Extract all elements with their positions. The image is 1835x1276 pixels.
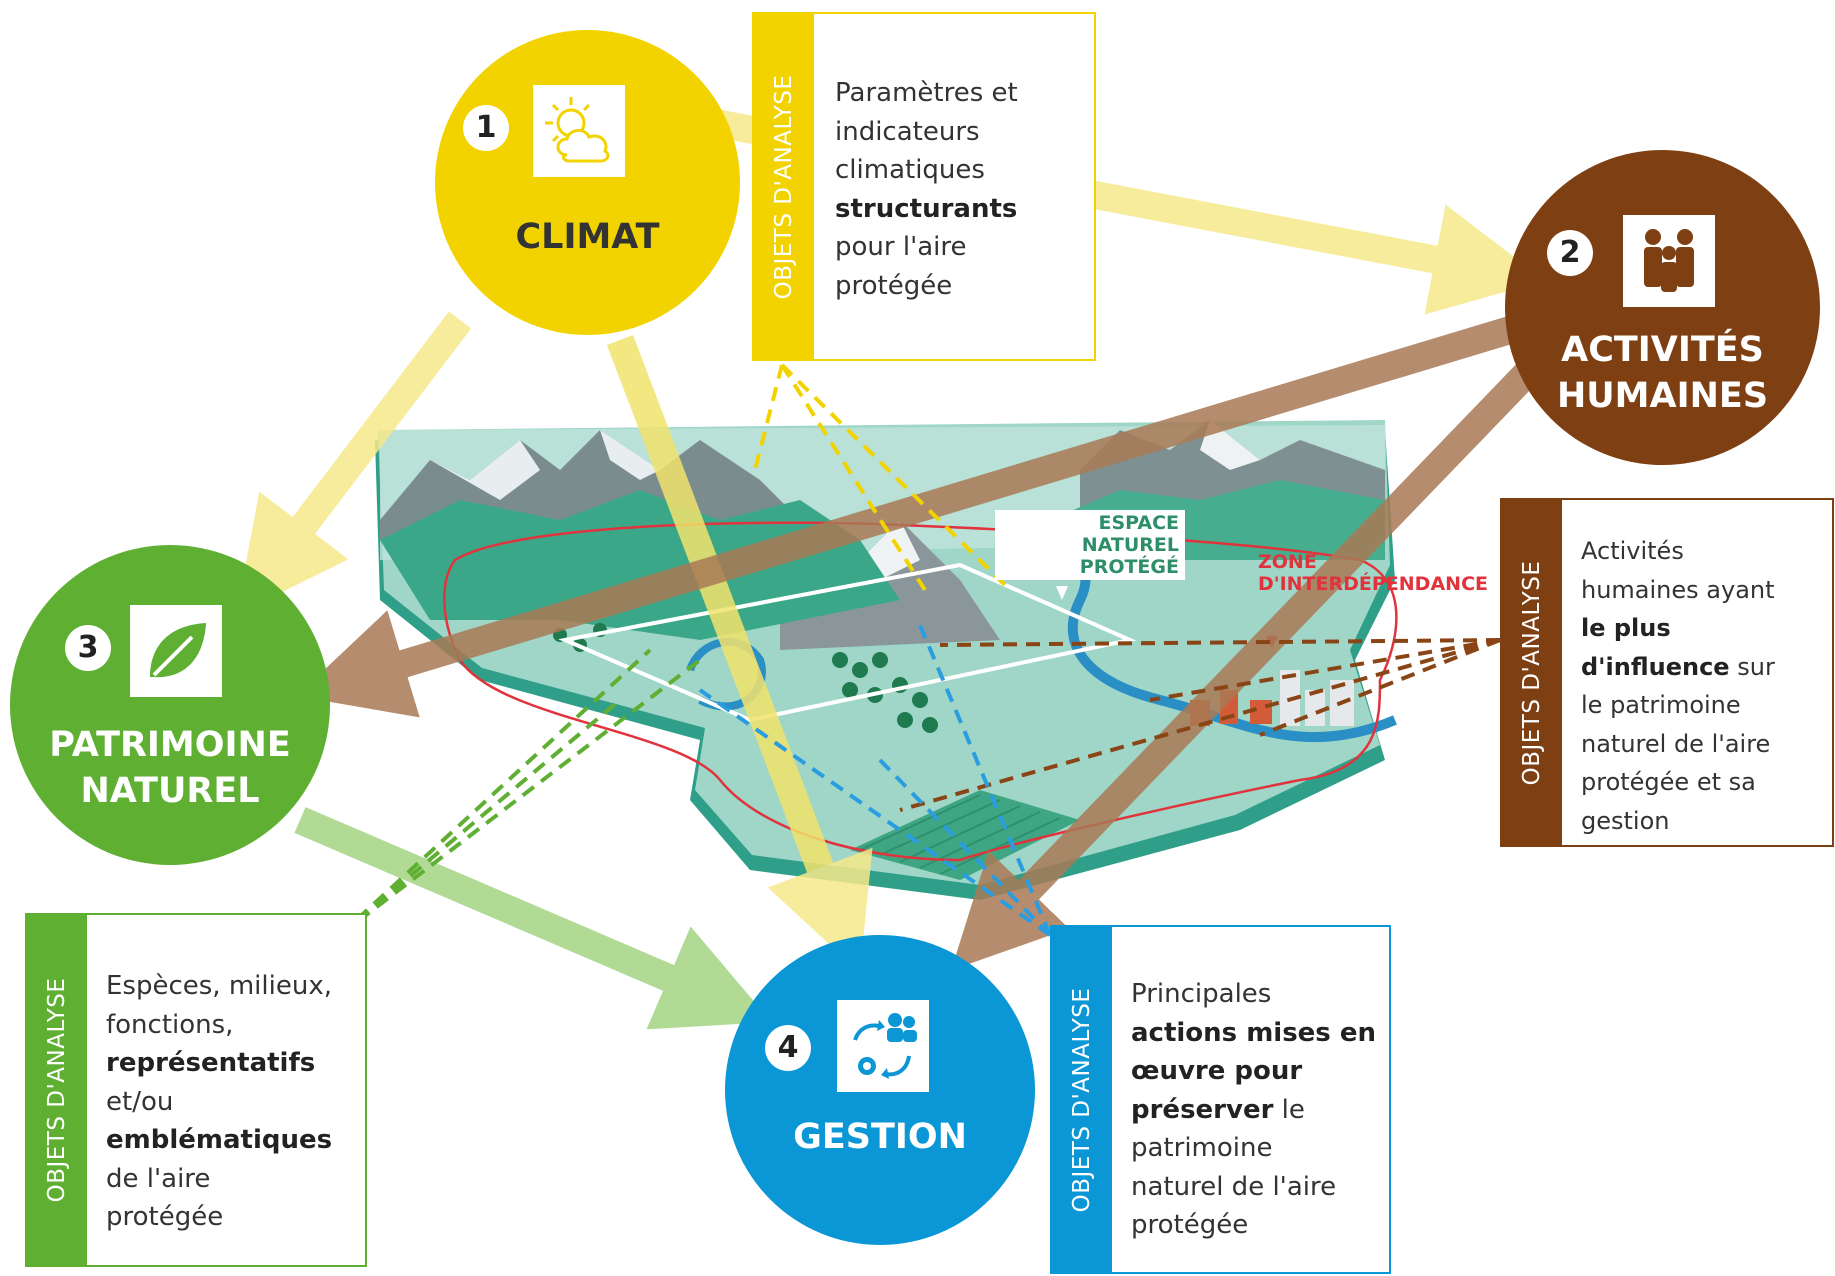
zone-label-line2: D'INTERDÉPENDANCE: [1258, 573, 1488, 595]
patrimoine-text-line2: fonctions,: [106, 1009, 234, 1040]
climat-text-line4: structurants: [835, 193, 1018, 224]
node-patrimoine-number: 3: [65, 625, 111, 671]
arrow-climat-to-gestion: [606, 335, 873, 973]
gestion-text-line5: patrimoine: [1131, 1133, 1273, 1163]
management-cycle-icon: [837, 1000, 929, 1092]
analysis-box-climat-text: Paramètres et indicateurs climatiques st…: [835, 74, 1018, 305]
analysis-box-patrimoine: OBJETS D'ANALYSE Espèces, milieux, fonct…: [25, 913, 367, 1267]
dashed-connectors: [338, 363, 1501, 937]
zone-label-line1: ZONE: [1258, 551, 1317, 573]
people-group-icon: [1623, 215, 1715, 307]
leaf-icon: [130, 605, 222, 697]
analysis-box-climat-label: OBJETS D'ANALYSE: [771, 74, 797, 299]
node-activites: 2 ACTIVITÉS HUMAINES: [1505, 150, 1820, 465]
analysis-box-patrimoine-text: Espèces, milieux, fonctions, représentat…: [106, 967, 332, 1237]
node-gestion-number: 4: [765, 1025, 811, 1071]
node-gestion: 4 GESTION: [725, 935, 1035, 1245]
gestion-text-line4-rest: le: [1273, 1094, 1305, 1125]
climat-text-line2: indicateurs: [835, 116, 980, 147]
map-label-zone: ZONE D'INTERDÉPENDANCE: [1258, 551, 1488, 595]
activites-text-line5: le patrimoine: [1581, 691, 1741, 719]
map-label-espace-naturel: ESPACE NATUREL PROTÉGÉ: [995, 510, 1185, 580]
climat-text-line5: pour l'aire: [835, 232, 967, 262]
analysis-box-climat: OBJETS D'ANALYSE Paramètres et indicateu…: [752, 12, 1096, 361]
climat-text-line6: protégée: [835, 270, 953, 301]
arrow-activites-to-patrimoine: [296, 316, 1515, 718]
gestion-text-line6: naturel de l'aire: [1131, 1171, 1337, 1202]
node-activites-title-line2: HUMAINES: [1556, 376, 1769, 416]
analysis-box-patrimoine-label: OBJETS D'ANALYSE: [44, 977, 70, 1203]
activites-text-line4-bold: d'influence: [1581, 652, 1730, 681]
patrimoine-text-line3: représentatifs: [106, 1048, 316, 1078]
node-patrimoine-title-line2: NATUREL: [80, 771, 260, 811]
activites-text-line4-rest: sur: [1729, 652, 1775, 681]
espace-label-line1: ESPACE NATUREL: [1081, 512, 1179, 556]
patrimoine-text-line6: de l'aire: [106, 1163, 211, 1194]
activites-text-line7: protégée et sa: [1581, 768, 1756, 796]
patrimoine-text-line7: protégée: [106, 1202, 224, 1232]
analysis-box-climat-band: OBJETS D'ANALYSE: [754, 14, 814, 359]
gestion-text-line3: œuvre pour: [1131, 1056, 1303, 1086]
arrow-activites-to-gestion: [951, 360, 1541, 971]
analysis-box-gestion-band: OBJETS D'ANALYSE: [1052, 927, 1112, 1272]
node-climat-number: 1: [463, 105, 509, 151]
arrow-climat-to-patrimoine: [236, 311, 472, 615]
patrimoine-text-line5: emblématiques: [106, 1125, 333, 1155]
climat-text-line1: Paramètres et: [835, 78, 1018, 108]
espace-label-line2: PROTÉGÉ: [1079, 556, 1179, 578]
analysis-box-activites-text: Activités humaines ayant le plus d'influ…: [1581, 532, 1775, 840]
node-climat: 1 CLIMAT: [435, 30, 740, 335]
activites-text-line3: le plus: [1581, 614, 1671, 642]
activites-text-line8: gestion: [1581, 806, 1670, 835]
node-gestion-title: GESTION: [793, 1117, 967, 1157]
node-climat-title: CLIMAT: [515, 217, 660, 257]
analysis-box-activites-band: OBJETS D'ANALYSE: [1502, 500, 1562, 845]
patrimoine-text-line4: et/ou: [106, 1086, 174, 1117]
activites-text-line1: Activités: [1581, 537, 1684, 565]
node-activites-number: 2: [1547, 230, 1593, 276]
analysis-box-activites: OBJETS D'ANALYSE Activités humaines ayan…: [1500, 498, 1834, 847]
gestion-text-line2: actions mises en: [1131, 1017, 1376, 1048]
node-patrimoine: 3 PATRIMOINE NATUREL: [10, 545, 330, 865]
gestion-text-line7: protégée: [1131, 1210, 1249, 1240]
analysis-box-gestion: OBJETS D'ANALYSE Principales actions mis…: [1050, 925, 1391, 1274]
sun-cloud-icon: [533, 85, 625, 177]
analysis-box-gestion-label: OBJETS D'ANALYSE: [1069, 987, 1095, 1212]
arrow-patrimoine-to-gestion: [294, 807, 772, 1030]
analysis-box-activites-label: OBJETS D'ANALYSE: [1519, 560, 1545, 785]
node-activites-title-line1: ACTIVITÉS: [1561, 330, 1764, 370]
gestion-text-line1: Principales: [1131, 979, 1272, 1009]
gestion-text-line4-bold: préserver: [1131, 1094, 1274, 1125]
node-patrimoine-title-line1: PATRIMOINE: [49, 725, 291, 765]
activites-text-line6: naturel de l'aire: [1581, 729, 1771, 758]
analysis-box-gestion-text: Principales actions mises en œuvre pour …: [1131, 975, 1376, 1245]
patrimoine-text-line1: Espèces, milieux,: [106, 971, 332, 1001]
activites-text-line2: humaines ayant: [1581, 575, 1775, 604]
analysis-box-patrimoine-band: OBJETS D'ANALYSE: [27, 915, 87, 1265]
climat-text-line3: climatiques: [835, 155, 985, 185]
